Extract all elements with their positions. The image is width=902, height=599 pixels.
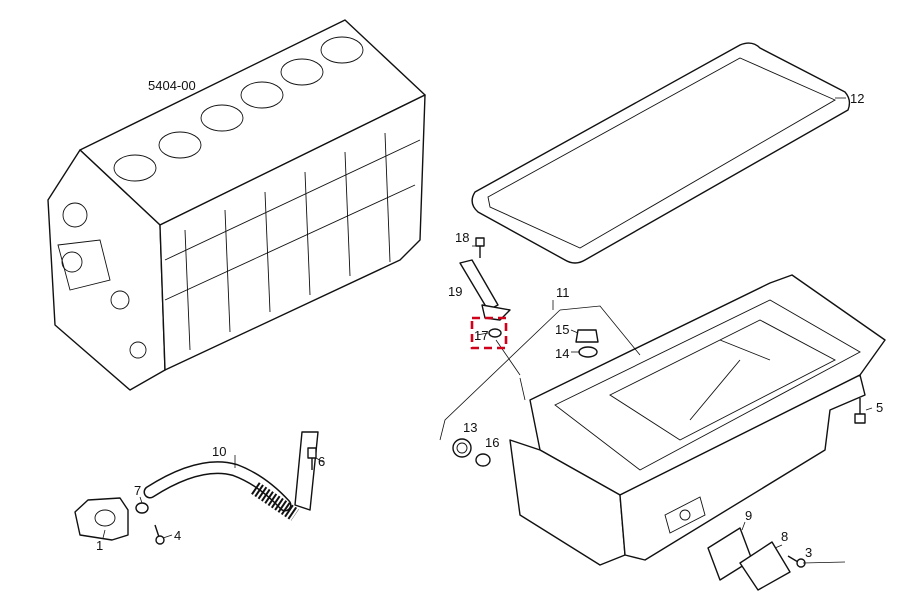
- o-ring: [135, 502, 149, 514]
- callout-13[interactable]: 13: [463, 420, 477, 435]
- bolt: [475, 237, 485, 258]
- oil-suction-pipe: [143, 431, 319, 521]
- suction-flange: [74, 497, 129, 541]
- callout-11[interactable]: 11: [556, 285, 570, 300]
- oil-pan-gasket: [471, 42, 851, 264]
- assembly-code: 5404-00: [148, 78, 196, 93]
- seal-ring: [488, 328, 502, 338]
- callout-9[interactable]: 9: [745, 508, 752, 523]
- callout-15[interactable]: 15: [555, 322, 569, 337]
- callout-7[interactable]: 7: [134, 483, 141, 498]
- engine-block: [47, 19, 426, 391]
- leader-lines: [102, 97, 873, 564]
- dipstick-tube: [459, 259, 511, 321]
- filler-plug: [575, 329, 599, 343]
- bolt: [854, 398, 866, 424]
- screw: [787, 555, 806, 568]
- callout-6[interactable]: 6: [318, 454, 325, 469]
- callout-8[interactable]: 8: [781, 529, 788, 544]
- bolt: [307, 447, 317, 470]
- callout-10[interactable]: 10: [212, 444, 226, 459]
- callout-18[interactable]: 18: [455, 230, 469, 245]
- callout-5[interactable]: 5: [876, 400, 883, 415]
- callout-19[interactable]: 19: [448, 284, 462, 299]
- drain-plug: [452, 438, 472, 458]
- callout-14[interactable]: 14: [555, 346, 569, 361]
- drain-seal: [475, 453, 491, 467]
- callout-16[interactable]: 16: [485, 435, 499, 450]
- cover-plate: [739, 541, 791, 591]
- callout-4[interactable]: 4: [174, 528, 181, 543]
- callout-1[interactable]: 1: [96, 538, 103, 553]
- highlight-box: [470, 316, 508, 350]
- oil-pan: [509, 274, 886, 566]
- screw: [154, 524, 165, 545]
- callout-3[interactable]: 3: [805, 545, 812, 560]
- washer: [578, 346, 598, 358]
- callout-17[interactable]: 17: [474, 328, 488, 343]
- callout-12[interactable]: 12: [850, 91, 864, 106]
